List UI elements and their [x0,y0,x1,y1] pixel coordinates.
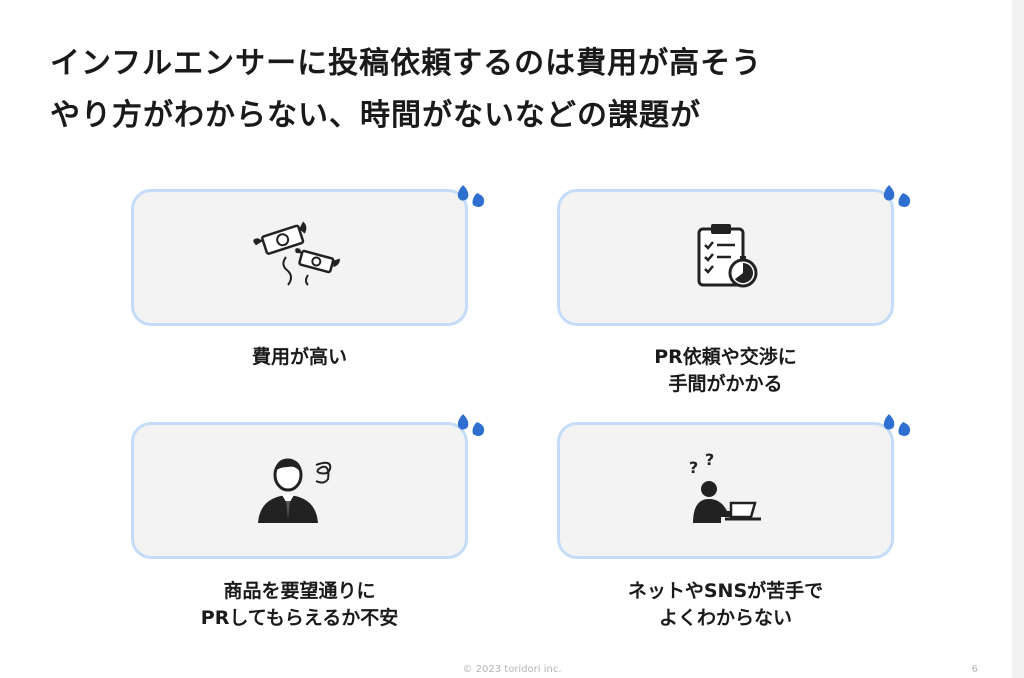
sweat-drop-icon [457,185,485,207]
worried-businessman-icon [250,453,350,529]
caption-cost: 費用が高い [131,344,468,371]
caption-line-2: PRしてもらえるか不安 [200,607,399,629]
issue-card-cost [131,189,468,326]
title-line-1: インフルエンサーに投稿依頼するのは費用が高そう [50,46,763,81]
caption-line-1: ネットやSNSが苦手で [627,580,824,602]
issue-card-anxiety [131,422,468,559]
svg-text:?: ? [705,453,714,469]
caption-line-1: 費用が高い [251,346,347,368]
slide-title: インフルエンサーに投稿依頼するのは費用が高そう やり方がわからない、時間がないな… [50,38,762,142]
sweat-drop-icon [883,414,911,436]
caption-line-2: よくわからない [658,607,792,629]
clipboard-timer-icon [691,221,761,295]
caption-effort: PR依頼や交渉に 手間がかかる [557,344,894,398]
title-line-2: やり方がわからない、時間がないなどの課題が [50,98,701,133]
caption-line-1: 商品を要望通りに [223,580,376,602]
caption-line-1: PR依頼や交渉に [654,346,797,368]
caption-not-tech-savvy: ネットやSNSが苦手で よくわからない [557,578,894,632]
svg-text:?: ? [689,458,698,477]
right-edge-strip [1012,0,1024,678]
caption-anxiety: 商品を要望通りに PRしてもらえるか不安 [131,578,468,632]
confused-pc-user-icon: ? ? [681,450,771,529]
page-number: 6 [971,664,978,675]
sweat-drop-icon [457,414,485,436]
sweat-drop-icon [883,185,911,207]
issue-card-not-tech-savvy: ? ? [557,422,894,559]
issue-card-effort [557,189,894,326]
copyright-footer: © 2023 toridori inc. [462,664,562,675]
flying-money-icon [250,221,350,295]
caption-line-2: 手間がかかる [668,373,783,395]
